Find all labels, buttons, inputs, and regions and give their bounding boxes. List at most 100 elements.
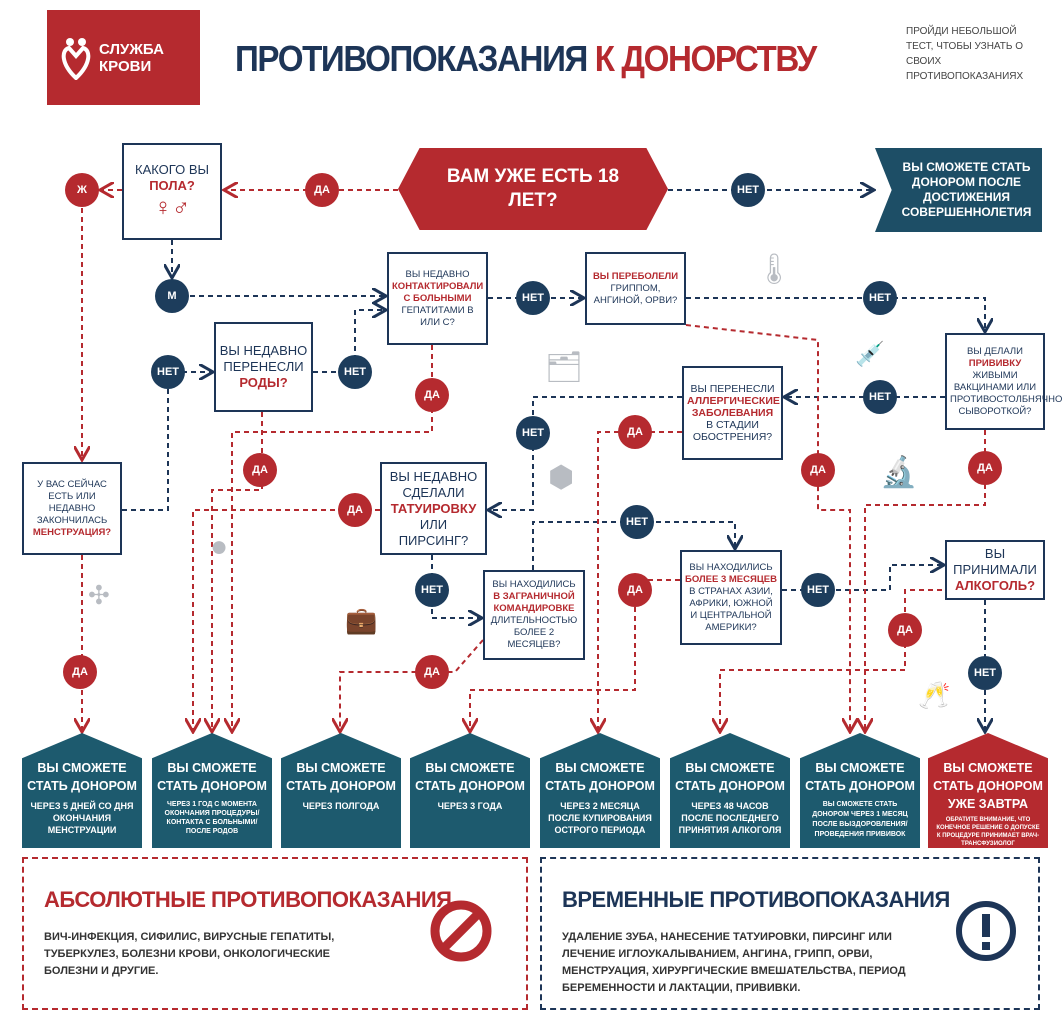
line-no-tattoo xyxy=(490,396,682,510)
q-text: ВЫ ПЕРЕНЕСЛИ xyxy=(690,383,775,395)
q-text: КАКОГО ВЫ xyxy=(135,161,209,177)
outcome-1-year: ВЫ СМОЖЕТЕ СТАТЬ ДОНОРОМ ЧЕРЕЗ 1 ГОД С МО… xyxy=(152,733,272,848)
q-text: У ВАС СЕЙЧАС ЕСТЬ ИЛИ НЕДАВНО ЗАКОНЧИЛАС… xyxy=(36,478,108,526)
question-menstruation: У ВАС СЕЙЧАС ЕСТЬ ИЛИ НЕДАВНО ЗАКОНЧИЛАС… xyxy=(22,462,122,555)
q-highlight: ВЫ ПЕРЕБОЛЕЛИ xyxy=(592,270,679,282)
q-highlight: МЕНСТРУАЦИЯ? xyxy=(32,526,112,538)
outcome-title: ВЫ СМОЖЕТЕ СТАТЬ ДОНОРОМ xyxy=(545,761,655,793)
question-vaccine: ВЫ ДЕЛАЛИ ПРИВИВКУ ЖИВЫМИ ВАКЦИНАМИ ИЛИ … xyxy=(945,333,1063,430)
question-birth: ВЫ НЕДАВНО ПЕРЕНЕСЛИ РОДЫ? xyxy=(214,322,313,412)
panel-text: ВИЧ-ИНФЕКЦИЯ, СИФИЛИС, ВИРУСНЫЕ ГЕПАТИТЫ… xyxy=(44,931,335,977)
no-circle: НЕТ xyxy=(516,416,550,450)
intro-note: ПРОЙДИ НЕБОЛЬШОЙ ТЕСТ, ЧТОБЫ УЗНАТЬ О СВ… xyxy=(906,26,1024,82)
outcome-title: ВЫ СМОЖЕТЕ СТАТЬ ДОНОРОМ xyxy=(27,761,137,793)
no-circle: НЕТ xyxy=(731,173,765,207)
q-highlight: РОДЫ? xyxy=(239,375,288,390)
q-text: ВЫ НАХОДИЛИСЬ xyxy=(689,561,773,573)
line-yes-allergy xyxy=(598,431,682,730)
outcome-title: ВЫ СМОЖЕТЕ СТАТЬ ДОНОРОМ УЖЕ ЗАВТРА xyxy=(933,761,1043,811)
line-yes-tattoo xyxy=(193,509,380,730)
no-circle: НЕТ xyxy=(415,573,449,607)
panel-text: УДАЛЕНИЕ ЗУБА, НАНЕСЕНИЕ ТАТУИРОВКИ, ПИР… xyxy=(562,931,906,994)
outcome-detail: ЧЕРЕЗ 2 МЕСЯЦА ПОСЛЕ КУПИРОВАНИЯ ОСТРОГО… xyxy=(548,801,652,835)
microscope-icon: 🔬 xyxy=(880,456,918,489)
q-text: ЖИВЫМИ ВАКЦИНАМИ ИЛИ ПРОТИВОСТОЛБНЯЧНОЙ … xyxy=(950,369,1063,417)
outcome-2-months: ВЫ СМОЖЕТЕ СТАТЬ ДОНОРОМ ЧЕРЕЗ 2 МЕСЯЦА П… xyxy=(540,733,660,848)
q-text: ВЫ ПРИНИМАЛИ xyxy=(953,546,1037,577)
prohibited-icon xyxy=(430,900,492,962)
q-highlight: ПРИВИВКУ xyxy=(968,357,1022,369)
line-no-birth xyxy=(122,372,211,511)
q-text: ВЫ НАХОДИЛИСЬ xyxy=(492,579,576,590)
no-circle: НЕТ xyxy=(863,380,897,414)
outcome-5-days: ВЫ СМОЖЕТЕ СТАТЬ ДОНОРОМ ЧЕРЕЗ 5 ДНЕЙ СО … xyxy=(22,733,142,848)
q-highlight: ПОЛА? xyxy=(149,177,195,193)
q-highlight: БОЛЕЕ 3 МЕСЯЦЕВ xyxy=(685,573,777,585)
yes-circle: ДА xyxy=(801,453,835,487)
briefcase-icon: 💼 xyxy=(345,605,378,635)
outcome-adult: ВЫ СМОЖЕТЕ СТАТЬ ДОНОРОМ ПОСЛЕ ДОСТИЖЕНИ… xyxy=(875,148,1042,232)
page-title: ПРОТИВОПОКАЗАНИЯ К ДОНОРСТВУ xyxy=(235,38,818,80)
question-age: ВАМ УЖЕ ЕСТЬ 18 ЛЕТ? xyxy=(398,148,668,230)
no-circle: НЕТ xyxy=(516,281,550,315)
logo-text: СЛУЖБА КРОВИ xyxy=(99,40,164,75)
no-circle: НЕТ xyxy=(338,355,372,389)
q-text: ВЫ ДЕЛАЛИ xyxy=(967,345,1023,357)
question-flu: ВЫ ПЕРЕБОЛЕЛИ ГРИППОМ, АНГИНОЙ, ОРВИ? xyxy=(585,252,686,325)
q-highlight: АЛКОГОЛЬ? xyxy=(954,578,1036,593)
outcome-title: ВЫ СМОЖЕТЕ СТАТЬ ДОНОРОМ xyxy=(157,761,267,793)
no-circle: НЕТ xyxy=(801,573,835,607)
outcome-title: ВЫ СМОЖЕТЕ СТАТЬ ДОНОРОМ xyxy=(286,761,396,793)
line-yes-flu xyxy=(685,324,850,730)
outcome-3-years: ВЫ СМОЖЕТЕ СТАТЬ ДОНОРОМ ЧЕРЕЗ 3 ГОДА xyxy=(410,733,530,848)
q-text: ВЫ НЕДАВНО СДЕЛАЛИ xyxy=(389,468,478,500)
outcome-title: ВЫ СМОЖЕТЕ СТАТЬ ДОНОРОМ xyxy=(415,761,525,793)
syringe-icon: 💉 xyxy=(855,341,885,368)
q-text: В СТАДИИ ОБОСТРЕНИЯ? xyxy=(692,419,773,443)
line-yes-alcohol xyxy=(720,589,942,730)
yes-circle: ДА xyxy=(618,573,652,607)
exclamation-icon xyxy=(956,901,1016,961)
q-text: ГРИППОМ, АНГИНОЙ, ОРВИ? xyxy=(593,282,678,306)
medical-folder-icon: 🗂 xyxy=(545,351,584,384)
outcome-title: ВЫ СМОЖЕТЕ СТАТЬ ДОНОРОМ xyxy=(675,761,785,793)
question-trip: ВЫ НАХОДИЛИСЬ В ЗАГРАНИЧНОЙ КОМАНДИРОВКЕ… xyxy=(483,570,585,660)
logo: СЛУЖБА КРОВИ xyxy=(47,10,200,105)
outcome-1-month: ВЫ СМОЖЕТЕ СТАТЬ ДОНОРОМ ВЫ СМОЖЕТЕ СТАТЬ… xyxy=(800,733,920,848)
outcome-tomorrow: ВЫ СМОЖЕТЕ СТАТЬ ДОНОРОМ УЖЕ ЗАВТРА ОБРАТ… xyxy=(928,733,1048,848)
yes-circle: ДА xyxy=(338,493,372,527)
yes-circle: ДА xyxy=(415,378,449,412)
no-circle: НЕТ xyxy=(968,656,1002,690)
outcome-detail: ОБРАТИТЕ ВНИМАНИЕ, ЧТО КОНЕЧНОЕ РЕШЕНИЕ … xyxy=(936,817,1040,847)
q-highlight: ТАТУИРОВКУ xyxy=(390,500,477,516)
absolute-contraindications-panel: АБСОЛЮТНЫЕ ПРОТИВОПОКАЗАНИЯ ВИЧ-ИНФЕКЦИЯ… xyxy=(22,857,528,1010)
line-yes-trip xyxy=(340,639,484,730)
yes-circle: ДА xyxy=(63,655,97,689)
outcome-detail: ВЫ СМОЖЕТЕ СТАТЬ ДОНОРОМ ЧЕРЕЗ 1 МЕСЯЦ П… xyxy=(812,801,908,838)
line-no-vaccine xyxy=(686,297,985,330)
baby-icon: ● xyxy=(210,530,229,563)
q-text: ВЫ НЕДАВНО ПЕРЕНЕСЛИ xyxy=(219,343,308,374)
outcome-detail: ЧЕРЕЗ 3 ГОДА xyxy=(437,801,503,811)
pills-icon: ⬢ xyxy=(548,461,575,494)
q-highlight: КОНТАКТИРОВАЛИ С БОЛЬНЫМИ xyxy=(392,280,484,304)
question-asia: ВЫ НАХОДИЛИСЬ БОЛЕЕ 3 МЕСЯЦЕВ В СТРАНАХ … xyxy=(680,550,782,645)
outcome-detail: ЧЕРЕЗ 1 ГОД С МОМЕНТА ОКОНЧАНИЯ ПРОЦЕДУР… xyxy=(164,801,260,835)
no-circle: НЕТ xyxy=(151,355,185,389)
line-no-birth-hepatitis xyxy=(313,310,384,373)
q-text: ГЕПАТИТАМИ В ИЛИ С? xyxy=(401,304,474,328)
q-highlight: АЛЛЕРГИЧЕСКИЕ ЗАБОЛЕВАНИЯ xyxy=(687,395,780,419)
no-circle: НЕТ xyxy=(863,281,897,315)
yes-circle: ДА xyxy=(415,655,449,689)
yes-circle: ДА xyxy=(305,173,339,207)
female-circle: Ж xyxy=(65,173,99,207)
question-gender: КАКОГО ВЫ ПОЛА?♀♂ xyxy=(122,143,222,240)
q-text: ВЫ НЕДАВНО xyxy=(405,268,470,280)
outcome-detail: ЧЕРЕЗ 5 ДНЕЙ СО ДНЯ ОКОНЧАНИЯ МЕНСТРУАЦИ… xyxy=(30,801,134,835)
outcome-detail: ЧЕРЕЗ 48 ЧАСОВ ПОСЛЕ ПОСЛЕДНЕГО ПРИНЯТИЯ… xyxy=(678,801,782,835)
panel-title: АБСОЛЮТНЫЕ ПРОТИВОПОКАЗАНИЯ xyxy=(44,887,452,912)
q-text: ИЛИ ПИРСИНГ? xyxy=(398,516,469,548)
outcome-title: ВЫ СМОЖЕТЕ СТАТЬ ДОНОРОМ xyxy=(805,761,915,793)
title-part2: К ДОНОРСТВУ xyxy=(594,38,818,79)
